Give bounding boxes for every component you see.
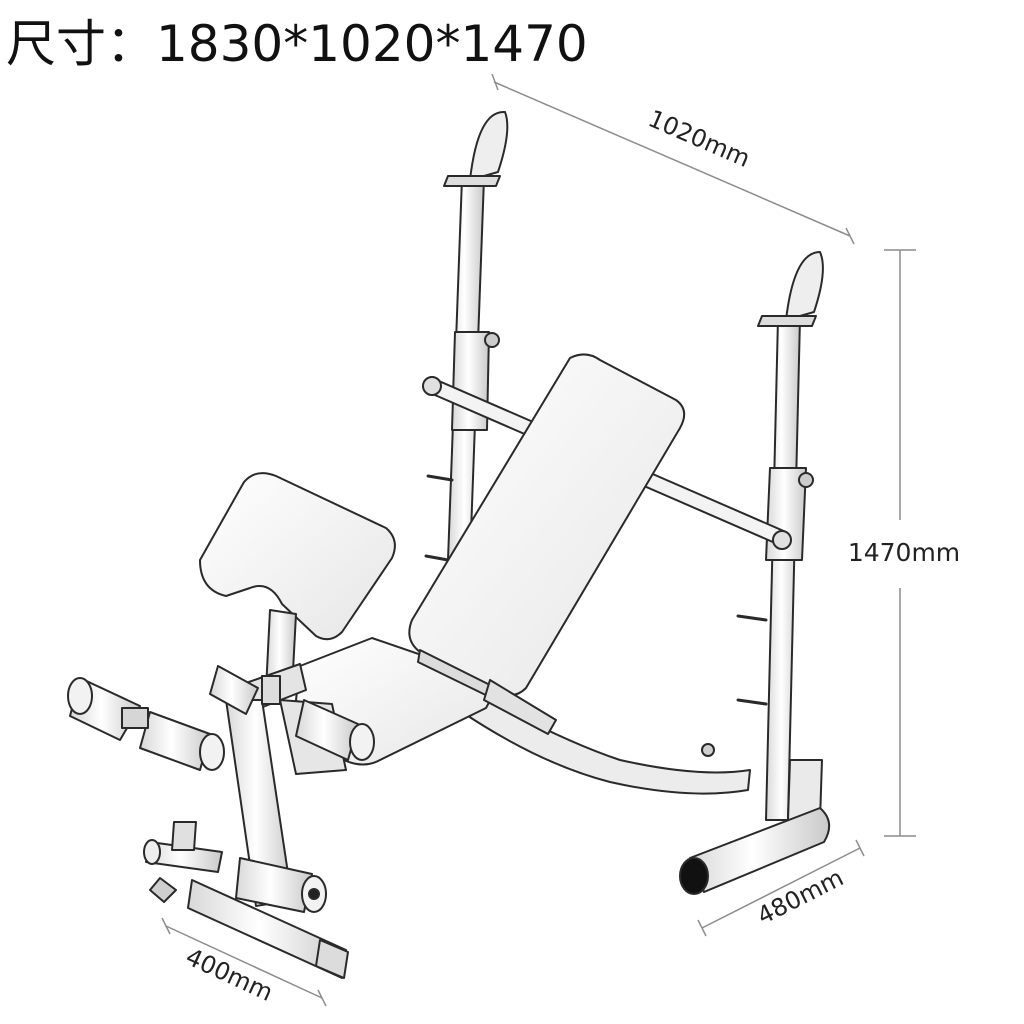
depth-label: 480mm — [753, 863, 848, 930]
depth-dimension-line — [697, 839, 865, 937]
width-label: 1020mm — [644, 104, 754, 173]
size-title: 尺寸：1830*1020*1470 — [6, 15, 588, 73]
backrest — [408, 353, 686, 735]
rear-foot — [679, 807, 831, 895]
main-frame — [461, 689, 751, 795]
right-upright — [736, 251, 824, 821]
leg-developer — [67, 663, 375, 979]
height-dimension-line — [884, 249, 916, 837]
front-dimension-line — [161, 917, 327, 1007]
height-label: 1470mm — [848, 538, 960, 567]
front-label: 400mm — [181, 943, 277, 1007]
width-dimension-line — [491, 73, 855, 245]
